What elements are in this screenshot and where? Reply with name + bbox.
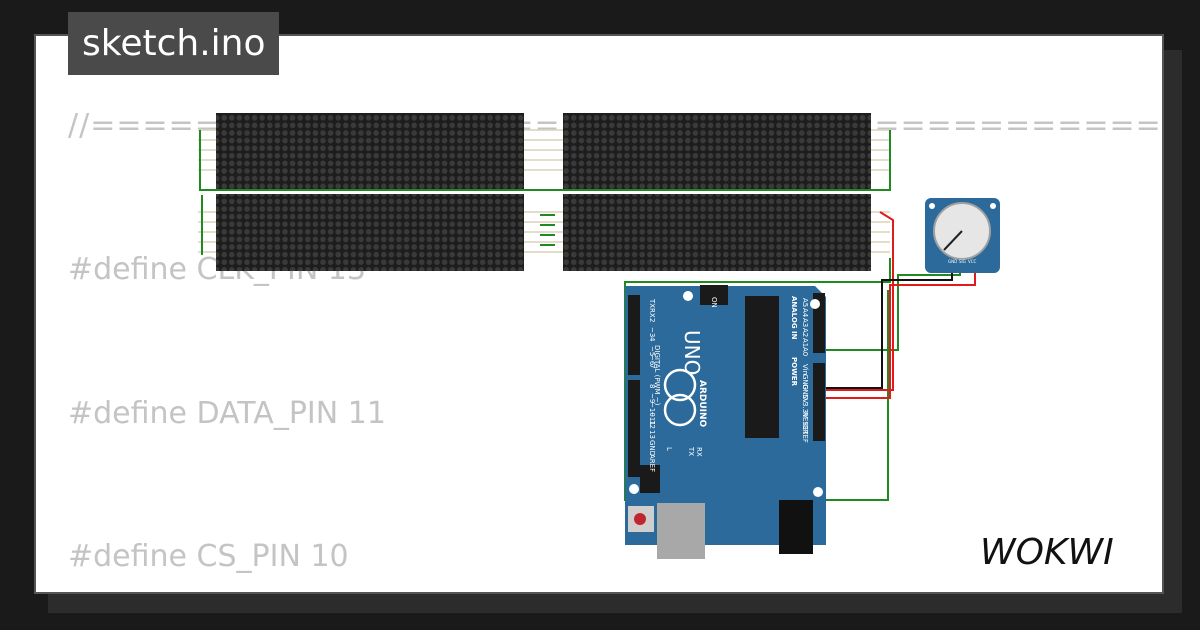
svg-text:13: 13 — [648, 430, 656, 439]
svg-text:8: 8 — [648, 384, 656, 388]
svg-text:GND: GND — [648, 440, 656, 456]
svg-text:WOKWI: WOKWI — [980, 532, 1114, 573]
code-define-data: #define DATA_PIN 11 — [68, 396, 386, 431]
svg-text:~11: ~11 — [648, 411, 656, 426]
svg-text:A5: A5 — [801, 298, 809, 307]
led-matrix-top-right[interactable] — [563, 113, 871, 190]
svg-text:VCC: VCC — [968, 259, 977, 264]
arduino-logo-icon — [663, 393, 697, 427]
svg-text:~3: ~3 — [648, 327, 656, 337]
svg-text:A3: A3 — [801, 318, 809, 327]
mount-hole-3 — [629, 484, 639, 494]
potentiometer-indicator — [943, 230, 963, 251]
svg-text:GND: GND — [948, 259, 957, 264]
analog-label: ANALOG IN — [790, 296, 798, 340]
pot-mount-hole-1 — [929, 203, 935, 209]
svg-text:Vin: Vin — [801, 364, 809, 375]
digital-header-1 — [628, 295, 640, 375]
power-wires — [818, 211, 976, 399]
rx-label: RX — [695, 447, 703, 457]
svg-text:TX: TX — [648, 298, 656, 308]
svg-text:~10: ~10 — [648, 402, 656, 417]
svg-text:A4: A4 — [801, 308, 809, 318]
code-define-cs: #define CS_PIN 10 — [68, 539, 349, 574]
svg-text:2: 2 — [648, 318, 656, 322]
reset-button-cap[interactable] — [634, 513, 646, 525]
svg-text:RX: RX — [648, 308, 656, 318]
pot-mount-hole-2 — [990, 203, 996, 209]
svg-text:AREF: AREF — [648, 454, 656, 472]
digital-pin-labels: TX RX 2 ~3 4 ~5 ~6 7 8 ~9 ~10 ~11 12 13 … — [648, 298, 656, 472]
usb-port — [657, 503, 705, 559]
digital-header-2 — [628, 380, 640, 477]
power-label: POWER — [790, 357, 798, 387]
led-matrix-bottom-right[interactable] — [563, 194, 871, 271]
svg-text:A0: A0 — [801, 347, 809, 356]
svg-text:A2: A2 — [801, 328, 809, 337]
analog-pin-labels: A5 A4 A3 A2 A1 A0 — [801, 298, 809, 356]
wokwi-logo: WOKWI — [980, 532, 1114, 573]
board-model-label: UNO — [680, 330, 704, 375]
svg-text:IOREF: IOREF — [801, 422, 809, 443]
svg-text:12: 12 — [648, 420, 656, 429]
power-header — [813, 363, 825, 441]
svg-text:~6: ~6 — [648, 355, 656, 366]
power-jack — [779, 500, 813, 554]
digital-label: DIGITAL (PWM ~) — [653, 345, 661, 406]
tx-label: TX — [687, 446, 695, 456]
on-label: ON — [710, 297, 718, 308]
svg-text:A1: A1 — [801, 338, 809, 347]
arduino-logo-icon-2 — [663, 368, 697, 402]
l-led-label: L — [665, 447, 673, 451]
icsp-header — [700, 285, 728, 305]
potentiometer[interactable]: GND SIG VCC — [925, 198, 1000, 273]
potentiometer-pin-labels: GND SIG VCC — [948, 259, 977, 264]
svg-text:SIG: SIG — [959, 259, 966, 264]
mount-hole-2 — [810, 299, 820, 309]
svg-text:5V: 5V — [801, 394, 809, 403]
matrix-pin-headers — [198, 129, 890, 253]
mount-hole-1 — [683, 291, 693, 301]
svg-text:~9: ~9 — [648, 393, 656, 403]
power-pin-labels: Vin GND GND 5V 3.3V RESET IOREF — [801, 364, 809, 443]
svg-text:GND: GND — [801, 374, 809, 390]
svg-text:RESET: RESET — [801, 412, 809, 435]
led-matrix-top-left[interactable] — [216, 113, 524, 190]
led-matrix-bottom-left[interactable] — [216, 194, 524, 271]
arduino-uno-board[interactable]: UNO ARDUINO ON DIGITAL (PWM ~) ANALOG IN… — [625, 285, 826, 559]
atmega-chip — [745, 296, 779, 438]
icsp-header-2 — [640, 465, 660, 493]
svg-text:3.3V: 3.3V — [801, 402, 809, 418]
svg-text:~5: ~5 — [648, 346, 656, 356]
svg-text:7: 7 — [648, 364, 656, 368]
svg-text:GND: GND — [801, 384, 809, 400]
svg-text:4: 4 — [648, 337, 656, 342]
mount-hole-4 — [813, 487, 823, 497]
file-tab[interactable]: sketch.ino — [68, 12, 280, 75]
board-brand-label: ARDUINO — [697, 380, 707, 428]
